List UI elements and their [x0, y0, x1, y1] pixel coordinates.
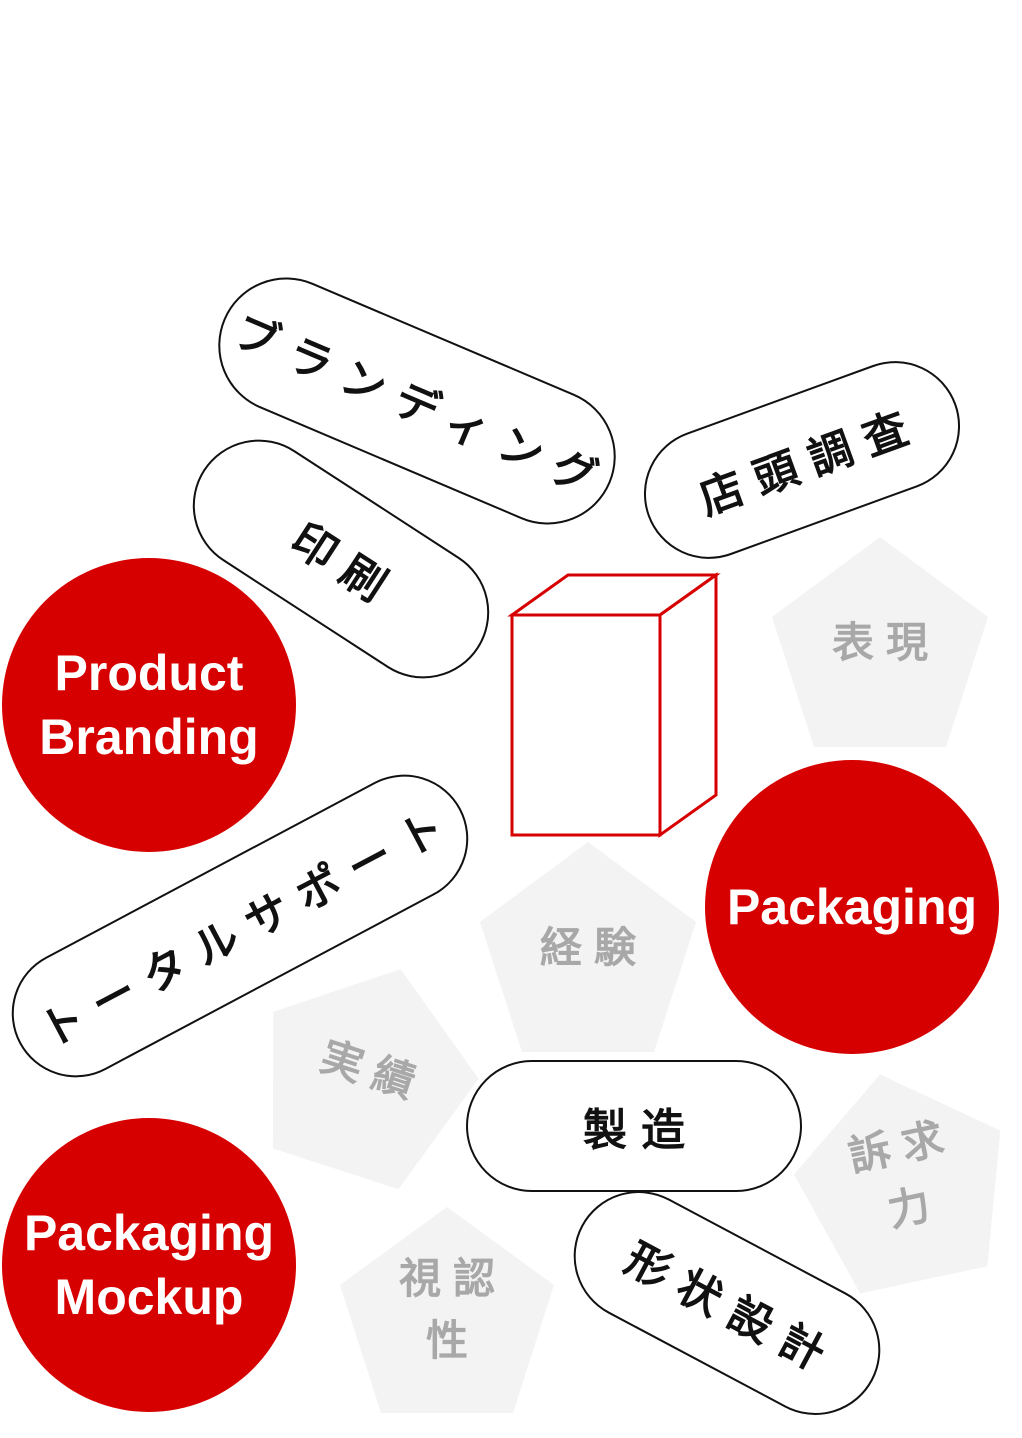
pill-store-research-label: 店頭調査	[692, 398, 928, 526]
pentagon-expression: 表現	[770, 535, 990, 750]
pentagon-visibility: 視認 性	[338, 1205, 556, 1415]
circle-packaging-mockup-line2: Mockup	[54, 1269, 244, 1325]
circle-packaging-mockup-line1: Packaging	[23, 1205, 275, 1261]
circle-packaging-line1: Packaging	[726, 879, 978, 935]
pentagon-appeal-label-line2: 力	[883, 1176, 947, 1236]
circle-product-branding-line1: Product	[54, 645, 244, 701]
pentagon-expression-label: 表現	[831, 617, 940, 667]
pentagon-track-record-label: 実績	[314, 1030, 433, 1111]
circle-packaging: Packaging	[705, 760, 999, 1054]
pentagon-track-record: 実績	[230, 933, 506, 1205]
pentagon-appeal: 訴求 力	[775, 1050, 1022, 1305]
pill-manufacturing-label: 製造	[583, 1105, 699, 1156]
pill-printing-label: 印刷	[281, 513, 407, 620]
pentagon-appeal-label-line1: 訴求	[843, 1110, 960, 1181]
pentagon-visibility-label-line2: 性	[425, 1316, 480, 1365]
pentagon-experience-label: 経験	[539, 922, 648, 972]
circle-product-branding-line2: Branding	[39, 709, 259, 765]
pentagon-experience: 経験	[478, 840, 698, 1055]
pentagon-visibility-label-line1: 視認	[398, 1254, 507, 1303]
circle-packaging-mockup: Packaging Mockup	[2, 1118, 296, 1412]
circle-product-branding: Product Branding	[2, 558, 296, 852]
pill-manufacturing: 製造	[466, 1060, 802, 1192]
box-outline-icon	[507, 572, 721, 838]
